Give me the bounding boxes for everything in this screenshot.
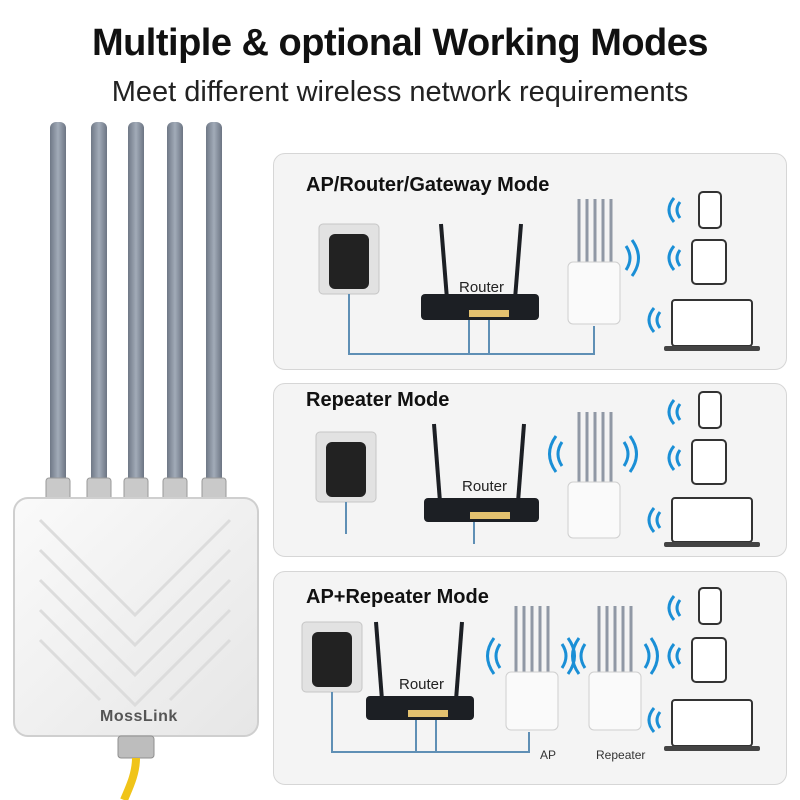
mode-panel-ap-router: AP/Router/Gateway Mode Router (273, 153, 787, 370)
page-subtitle: Meet different wireless network requirem… (111, 76, 689, 108)
mode-title: AP+Repeater Mode (306, 586, 489, 608)
router-label: Router (462, 478, 508, 495)
panel-diagram (318, 191, 760, 355)
antenna-group (45, 122, 227, 503)
mode-title: AP/Router/Gateway Mode (306, 174, 550, 196)
mode-title: Repeater Mode (306, 389, 450, 411)
router-label: Router (399, 676, 445, 693)
mode-panel-repeater: Repeater Mode Router (273, 383, 787, 557)
repeater-label: Repeater (596, 748, 646, 762)
router-label: Router (459, 279, 505, 296)
mode-panel-ap-repeater: AP+Repeater Mode Router AP Repeater (273, 571, 787, 785)
ap-label: AP (540, 748, 557, 762)
panel-diagram (301, 587, 760, 753)
device-brand-logo: MossLink (100, 708, 178, 725)
page-title: Multiple & optional Working Modes (91, 22, 709, 64)
panel-diagram (315, 391, 760, 547)
